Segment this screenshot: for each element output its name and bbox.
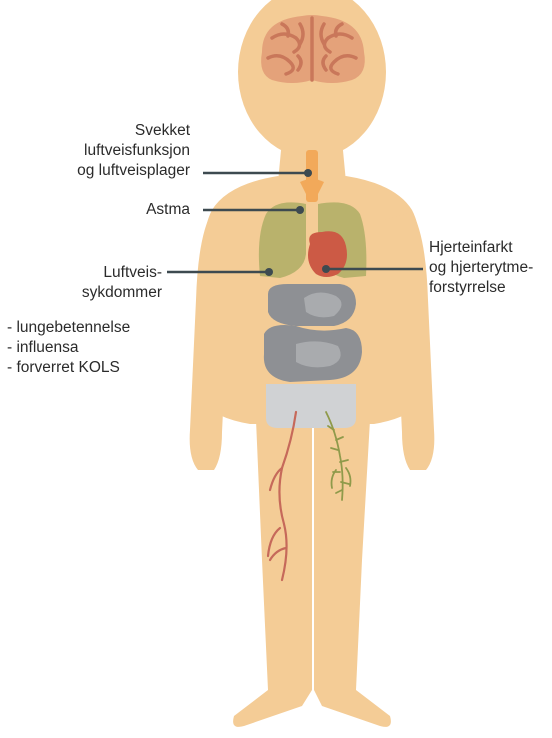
label-line: sykdommer bbox=[82, 283, 162, 303]
label-heart: Hjerteinfarkt og hjerterytme- forstyrrel… bbox=[429, 238, 533, 298]
list-item: - influensa bbox=[7, 338, 130, 358]
label-line: Svekket bbox=[77, 121, 190, 141]
label-respiratory-disease-list: - lungebetennelse - influensa - forverre… bbox=[7, 318, 130, 378]
label-line: luftveisfunksjon bbox=[77, 141, 190, 161]
label-line: og luftveisplager bbox=[77, 161, 190, 181]
label-line: Luftveis- bbox=[82, 263, 162, 283]
bladder bbox=[266, 384, 356, 428]
label-line: Astma bbox=[146, 200, 190, 220]
list-item: - forverret KOLS bbox=[7, 358, 130, 378]
label-respiratory-function: Svekket luftveisfunksjon og luftveisplag… bbox=[77, 121, 190, 181]
label-respiratory-diseases: Luftveis- sykdommer bbox=[82, 263, 162, 303]
label-line: og hjerterytme- bbox=[429, 258, 533, 278]
label-line: forstyrrelse bbox=[429, 278, 533, 298]
digestive-organs bbox=[264, 284, 362, 428]
label-line: Hjerteinfarkt bbox=[429, 238, 533, 258]
right-leg bbox=[314, 420, 391, 727]
list-item: - lungebetennelse bbox=[7, 318, 130, 338]
label-asthma: Astma bbox=[146, 200, 190, 220]
brain bbox=[261, 15, 365, 83]
left-leg bbox=[233, 420, 312, 727]
